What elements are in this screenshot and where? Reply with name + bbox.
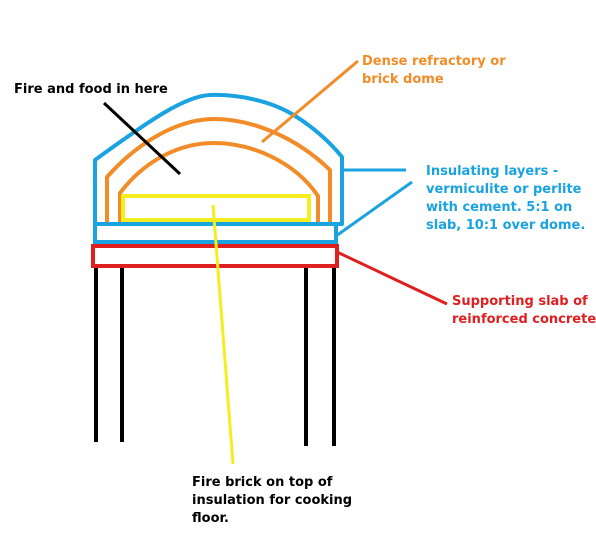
label-insulation: Insulating layers - vermiculite or perli… [426, 163, 585, 235]
label-line: insulation for cooking [192, 493, 353, 508]
fire-food-pointer [102, 101, 182, 176]
label-line: Supporting slab of [452, 294, 588, 309]
label-fire-food: Fire and food in here [14, 81, 168, 99]
insulation-pointer-lower [335, 180, 413, 238]
label-fire-brick: Fire brick on top of insulation for cook… [192, 474, 352, 528]
label-line: Insulating layers - [426, 164, 559, 179]
label-slab: Supporting slab of reinforced concrete. [452, 293, 596, 329]
label-line: brick dome [362, 72, 444, 87]
label-line: Fire and food in here [14, 82, 168, 97]
dome-pointer [261, 59, 359, 144]
dome-outer [105, 117, 332, 222]
label-line: Dense refractory or [362, 54, 506, 69]
label-line: floor. [192, 511, 229, 526]
label-dome: Dense refractory or brick dome [362, 53, 506, 89]
fire-brick-pointer [211, 204, 235, 465]
label-line: slab, 10:1 over dome. [426, 218, 586, 233]
insulation-shell [93, 92, 344, 226]
fire-brick-floor [121, 194, 311, 222]
label-line: vermiculite or perlite [426, 182, 582, 197]
label-line: reinforced concrete. [452, 312, 596, 327]
label-line: with cement. 5:1 on [426, 200, 573, 215]
label-line: Fire brick on top of [192, 475, 333, 490]
dome-inner [118, 141, 320, 222]
slab-pointer [336, 250, 448, 306]
